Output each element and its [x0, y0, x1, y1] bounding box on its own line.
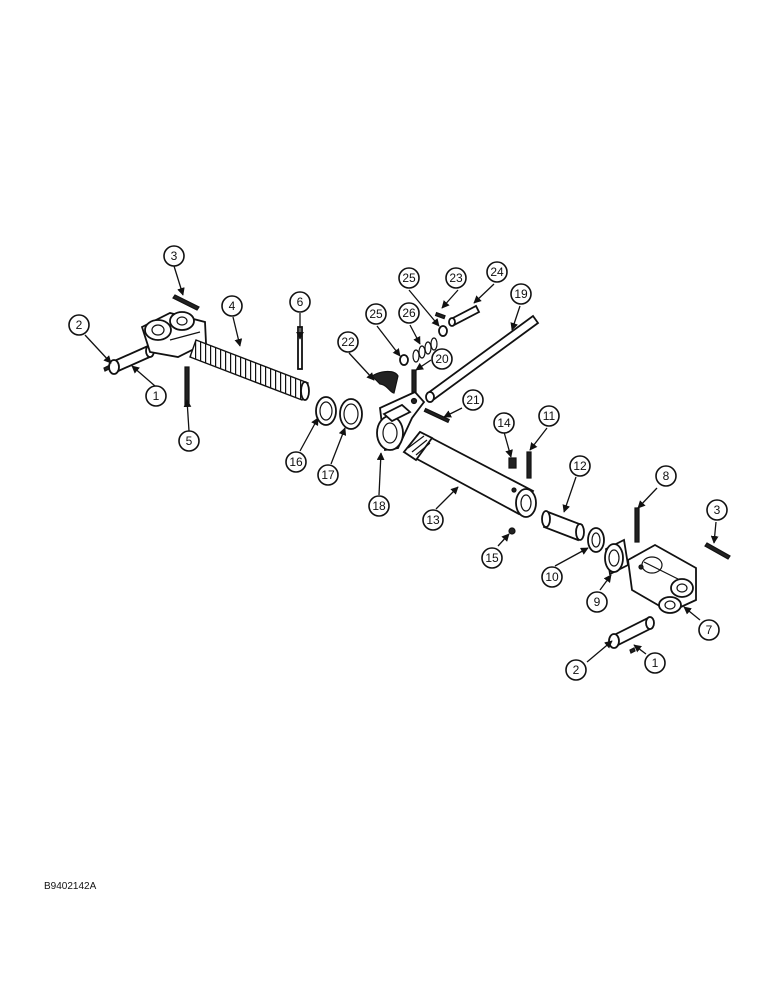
- pin-24: [448, 304, 481, 327]
- svg-text:5: 5: [186, 434, 193, 448]
- callout-22: 22: [337, 331, 359, 353]
- svg-text:17: 17: [321, 468, 335, 482]
- svg-text:3: 3: [171, 249, 178, 263]
- callout-19: 19: [510, 283, 532, 305]
- figure-code: B9402142A: [44, 881, 97, 892]
- svg-text:22: 22: [341, 335, 355, 349]
- svg-text:11: 11: [543, 409, 556, 423]
- svg-text:26: 26: [402, 306, 416, 320]
- callout-8: 8: [655, 465, 677, 487]
- svg-text:3: 3: [714, 503, 721, 517]
- callout-5: 5: [178, 430, 200, 452]
- handle-rod: [425, 314, 540, 403]
- pin-12: [541, 510, 585, 542]
- svg-text:13: 13: [426, 513, 440, 527]
- roll-pin-20: [411, 369, 417, 393]
- svg-text:8: 8: [663, 469, 670, 483]
- threaded-rod: [189, 339, 310, 401]
- splined-tube: [402, 430, 537, 518]
- roll-pin-8: [634, 507, 640, 543]
- svg-text:2: 2: [76, 318, 83, 332]
- callout-25-upper: 25: [398, 267, 420, 289]
- callout-1-right: 1: [644, 652, 666, 674]
- yoke-right: [627, 543, 697, 614]
- callout-9: 9: [586, 591, 608, 613]
- pin-23: [434, 311, 446, 320]
- callout-14: 14: [493, 412, 515, 434]
- svg-text:14: 14: [497, 416, 511, 430]
- ball-25-lower: [399, 354, 409, 366]
- callout-26: 26: [398, 302, 420, 324]
- callout-12: 12: [569, 455, 591, 477]
- callout-2-right: 2: [565, 659, 587, 681]
- svg-text:19: 19: [514, 287, 528, 301]
- yoke-left: [140, 311, 207, 358]
- setscrew-14: [508, 457, 517, 469]
- callout-3-left: 3: [163, 245, 185, 267]
- svg-text:12: 12: [573, 459, 587, 473]
- clevis-pin-right: [608, 616, 655, 654]
- roll-pin-11: [526, 451, 532, 479]
- svg-text:23: 23: [449, 271, 463, 285]
- svg-text:21: 21: [466, 393, 480, 407]
- ball-25-upper: [438, 325, 448, 337]
- svg-text:24: 24: [490, 265, 504, 279]
- callout-21: 21: [462, 389, 484, 411]
- cotter-pin-right: [704, 542, 731, 560]
- svg-text:2: 2: [573, 663, 580, 677]
- callout-16: 16: [285, 451, 307, 473]
- svg-text:6: 6: [297, 295, 304, 309]
- svg-text:7: 7: [706, 623, 713, 637]
- spring-26: [412, 337, 438, 363]
- washer-17: [339, 398, 363, 430]
- svg-text:4: 4: [229, 299, 236, 313]
- svg-text:20: 20: [435, 352, 449, 366]
- svg-text:10: 10: [545, 570, 559, 584]
- washer-16: [315, 396, 337, 426]
- callout-6: 6: [289, 291, 311, 313]
- svg-text:25: 25: [369, 307, 383, 321]
- roll-pin-5: [184, 366, 190, 406]
- callout-23: 23: [445, 267, 467, 289]
- callout-7: 7: [698, 619, 720, 641]
- cotter-pin-left: [172, 294, 200, 311]
- svg-text:18: 18: [372, 499, 386, 513]
- callout-2-left: 2: [68, 314, 90, 336]
- collar-9: [604, 538, 629, 576]
- svg-text:25: 25: [402, 271, 416, 285]
- pin-21: [423, 407, 451, 424]
- svg-text:15: 15: [485, 551, 499, 565]
- callout-20: 20: [431, 348, 453, 370]
- callout-18: 18: [368, 495, 390, 517]
- svg-text:1: 1: [652, 656, 659, 670]
- leader-lines: [84, 265, 719, 663]
- callout-1-left: 1: [145, 385, 167, 407]
- svg-text:9: 9: [594, 595, 601, 609]
- latch-22: [371, 370, 399, 394]
- callout-4: 4: [221, 295, 243, 317]
- svg-text:16: 16: [289, 455, 303, 469]
- svg-text:1: 1: [153, 389, 160, 403]
- washer-10: [587, 527, 605, 553]
- plug-15: [508, 527, 516, 535]
- callout-3-right: 3: [706, 499, 728, 521]
- callout-10: 10: [541, 566, 563, 588]
- callout-25-lower: 25: [365, 303, 387, 325]
- clevis-pin-left: [103, 344, 155, 375]
- callout-17: 17: [317, 464, 339, 486]
- callout-24: 24: [486, 261, 508, 283]
- callout-15: 15: [481, 547, 503, 569]
- callout-13: 13: [422, 509, 444, 531]
- crank-housing: [376, 390, 426, 452]
- callout-11: 11: [538, 405, 560, 427]
